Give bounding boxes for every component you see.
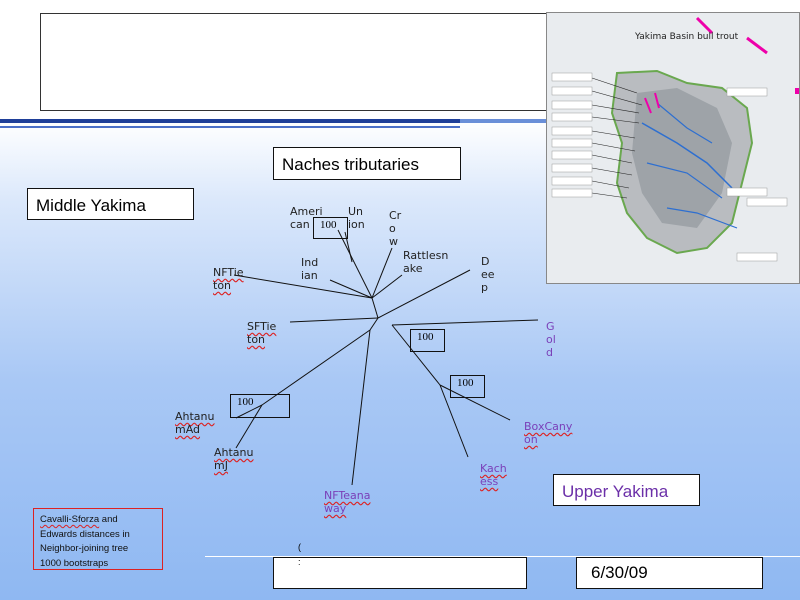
branch-internal-4: [261, 329, 371, 406]
branch-kachess: [439, 384, 469, 458]
footer-center-box: ( :: [273, 542, 527, 589]
leaf-kachess: Kach ess: [480, 462, 507, 488]
footer-center-text: ( :: [298, 542, 301, 567]
note-line-3: Neighbor-joining tree: [40, 543, 129, 554]
method-note: Cavalli-Sforza and Edwards distances in …: [33, 508, 163, 570]
slide-date: 6/30/09: [576, 557, 763, 589]
slide-title: Population structure: [48, 40, 422, 87]
leaf-ahtanumj: Ahtanu mJ: [214, 446, 254, 472]
leaf-indian: Ind ian: [301, 256, 319, 282]
leaf-nftieton: NFTie ton: [213, 266, 244, 292]
branch-nfteanaway: [351, 329, 371, 486]
branch-union: [344, 231, 353, 263]
yakima-basin-map: Yakima Basin bull trout: [546, 12, 800, 284]
bootstrap-box-upper: 100: [410, 329, 445, 352]
leaf-rattlesnake: Rattlesn ake: [403, 249, 449, 275]
branch-gold: [391, 319, 539, 326]
leaf-nfteanaway: NFTeana way: [324, 489, 371, 515]
branch-nftieton: [233, 274, 373, 299]
leaf-american: Ameri can: [290, 205, 323, 231]
branch-sftieton: [289, 317, 379, 323]
note-and: and: [99, 514, 118, 525]
bootstrap-box-naches: 100: [313, 217, 348, 239]
branch-american: [337, 229, 373, 299]
note-line-2: Edwards distances in: [40, 528, 130, 540]
branch-internal-1: [371, 297, 379, 319]
upper-yakima-label: Upper Yakima: [553, 474, 700, 506]
header-stripe-thin: [0, 126, 460, 128]
leaf-union: Un ion: [348, 205, 365, 231]
branch-ahtanumad: [235, 404, 263, 419]
leaf-ahtanumad: Ahtanu mAd: [175, 410, 215, 436]
branch-deep: [377, 269, 471, 319]
header-stripe-dark: [0, 119, 460, 123]
map-title: Yakima Basin bull trout: [634, 32, 739, 42]
branch-ahtanumj: [235, 404, 263, 449]
branch-rattlesnake: [371, 274, 403, 299]
branch-indian: [329, 279, 373, 299]
middle-yakima-label: Middle Yakima: [27, 188, 194, 220]
note-line-4: 1000 bootstraps: [40, 557, 109, 569]
leaf-deep: D ee p: [481, 255, 495, 294]
leaf-gold: G ol d: [546, 320, 556, 359]
leaf-sftieton: SFTie ton: [247, 320, 277, 346]
bootstrap-box-ahtanum: 100: [230, 394, 290, 418]
note-line-1: Cavalli-Sforza and: [40, 513, 156, 528]
branch-crow: [371, 247, 393, 299]
map-graphic: Yakima Basin bull trout: [547, 13, 799, 283]
branch-boxcanyon: [439, 384, 511, 421]
note-author: Cavalli-Sforza: [40, 514, 100, 525]
footer-line: [205, 556, 800, 557]
leaf-crow: Cr o w: [389, 209, 402, 248]
branch-internal-2: [369, 317, 379, 331]
naches-tributaries-label: Naches tributaries: [273, 147, 461, 180]
bootstrap-box-kachess: 100: [450, 375, 485, 398]
branch-internal-3: [391, 324, 441, 386]
leaf-boxcanyon: BoxCany on: [524, 420, 573, 446]
